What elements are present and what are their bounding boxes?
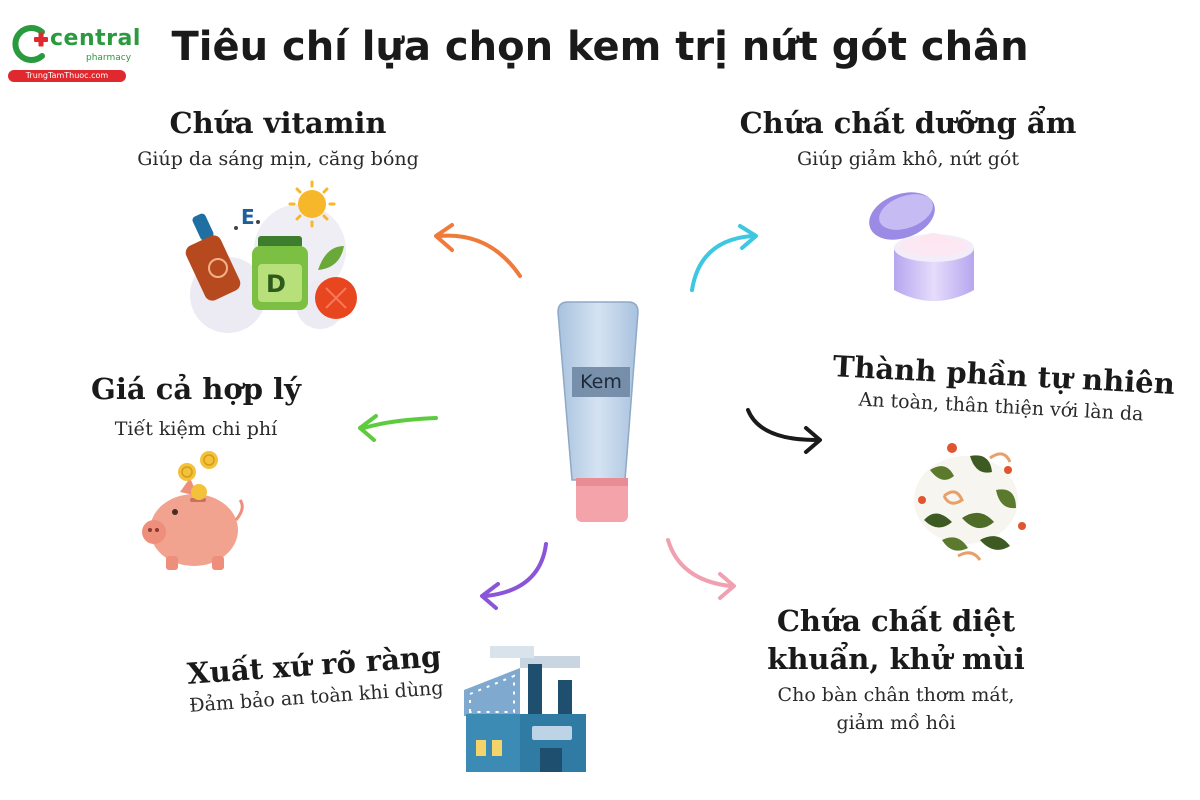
price-heading: Giá cả hợp lý (91, 372, 301, 406)
center-label: Kem (580, 371, 622, 393)
arrow-antibacterial (666, 538, 732, 588)
logo-site-bar: TrungTamThuoc.com (8, 70, 126, 82)
factory-icon (464, 646, 586, 772)
arrow-price (362, 416, 438, 430)
antibacterial-heading-line1: Chứa chất diệt (776, 604, 1016, 638)
moisture-jar-icon (869, 192, 974, 301)
vitamin-desc: Giúp da sáng mịn, căng bóng (137, 148, 419, 170)
page-title: Tiêu chí lựa chọn kem trị nứt gót chân (171, 24, 1029, 70)
moisture-heading: Chứa chất dưỡng ẩm (739, 106, 1077, 140)
vitamin-heading: Chứa vitamin (169, 106, 387, 140)
logo-brand-text: central (50, 26, 141, 51)
arrow-natural (746, 408, 818, 442)
natural-ingredients-icon (914, 443, 1026, 561)
moisture-desc: Giúp giảm khô, nứt gót (797, 148, 1019, 170)
logo-mark-icon (12, 25, 48, 63)
piggy-bank-icon (142, 451, 244, 570)
antibacterial-desc-line2: giảm mồ hôi (836, 712, 956, 734)
vitamin-icon (185, 180, 357, 333)
arrow-vitamin (438, 233, 522, 278)
brand-logo (8, 22, 138, 82)
cream-tube-icon (557, 301, 639, 522)
arrow-origin (484, 542, 548, 598)
logo-sub-text: pharmacy (86, 53, 132, 63)
antibacterial-heading-line2: khuẩn, khử mùi (767, 642, 1025, 676)
vitamin-d-label: D (266, 270, 286, 298)
vitamin-e-label: E (241, 205, 255, 229)
antibacterial-desc-line1: Cho bàn chân thơm mát, (777, 684, 1015, 706)
arrow-moisture (690, 234, 754, 292)
price-desc: Tiết kiệm chi phí (114, 418, 278, 440)
